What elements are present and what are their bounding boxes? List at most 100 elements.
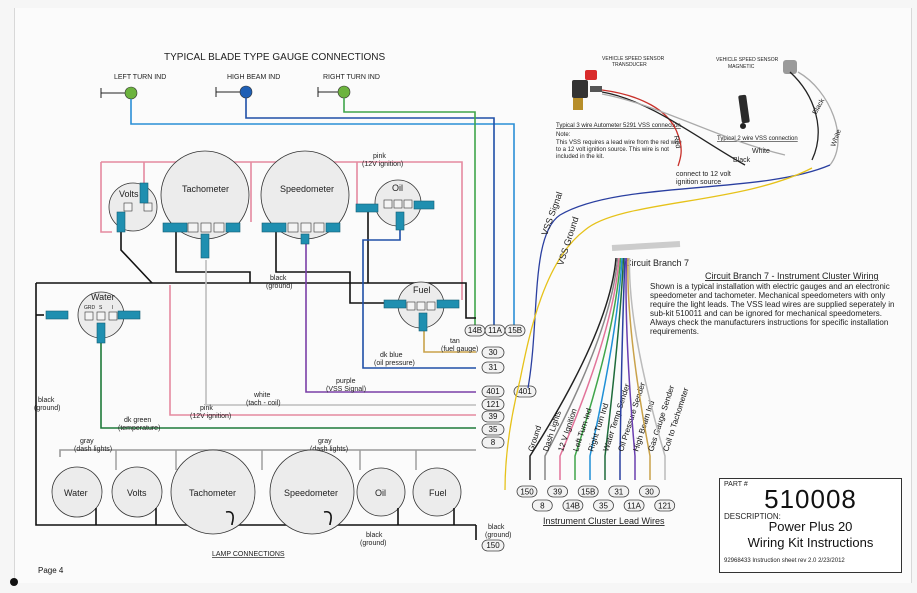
wire-black-bus xyxy=(36,282,476,319)
lead-pill-label: 150 xyxy=(520,488,534,497)
wire-label: (ground) xyxy=(266,283,292,290)
wire-label: white xyxy=(253,392,270,399)
lead-pill: 31 xyxy=(608,485,630,498)
pill-31: 31 xyxy=(481,361,505,374)
indicator-lamp xyxy=(337,85,351,99)
gauge-speedometer: Speedometer xyxy=(260,150,350,245)
wire-label: black xyxy=(488,524,505,531)
connector xyxy=(418,312,428,332)
wire-label: (12V ignition) xyxy=(190,413,231,420)
gauge-label: Oil xyxy=(392,183,403,193)
pill-label: 8 xyxy=(491,438,496,447)
wire-label: (dash lights) xyxy=(74,446,112,453)
gauge-label: Water xyxy=(64,488,88,498)
connector xyxy=(162,222,188,233)
connector xyxy=(116,211,126,233)
pill-label: 150 xyxy=(486,541,500,550)
wire-label: gray xyxy=(318,438,332,445)
lead-pill-label: 121 xyxy=(658,502,672,511)
wire-fuel-ground xyxy=(349,283,392,304)
lamp-ground xyxy=(323,510,332,525)
part-number: 510008 xyxy=(764,484,857,514)
sensor-label: VEHICLE SPEED SENSOR xyxy=(602,56,665,62)
wire-label: pink xyxy=(200,405,213,412)
lead-wire-right-turn-ind xyxy=(589,257,623,480)
wire-label: tan xyxy=(450,338,460,345)
wire-label: dk blue xyxy=(380,352,403,359)
gauge-label: Fuel xyxy=(429,488,447,498)
wire-right-turn xyxy=(343,98,476,325)
connector xyxy=(117,310,141,320)
page-marker xyxy=(10,578,18,586)
lead-pill: 121 xyxy=(654,499,676,512)
wire-vss-white-1 xyxy=(601,93,786,156)
lamp-gauge-fuel: Fuel xyxy=(412,467,462,517)
lead-pill-label: 35 xyxy=(599,502,608,511)
lead-wire-water-temp-sender xyxy=(604,257,625,480)
pill-label: 39 xyxy=(489,412,498,421)
wire-label: (tach - coil) xyxy=(246,400,281,407)
lamp-gauge-oil: Oil xyxy=(356,467,406,517)
wire-volts-ground xyxy=(120,232,153,284)
connector xyxy=(96,322,106,344)
lead-wire-coil-to-tachometer xyxy=(628,257,666,480)
wire-purple-vss xyxy=(305,243,476,393)
connector xyxy=(325,222,341,233)
part-footer: 92968433 Instruction sheet rev 2.0 2/23/… xyxy=(724,558,845,564)
description-line-1: Power Plus 20 xyxy=(768,519,853,534)
lamp-gauge-volts: Volts xyxy=(111,466,163,518)
vss-3-wire-sensor: VEHICLE SPEED SENSOR TRANSDUCER Typical … xyxy=(556,56,682,160)
sensor-sub: TRANSDUCER xyxy=(612,62,647,68)
lead-pill: 39 xyxy=(547,485,568,498)
lead-pill-label: 30 xyxy=(645,488,654,497)
pill-11a: 11A xyxy=(484,324,506,337)
gauge-label: Fuel xyxy=(413,285,431,295)
indicator-label: LEFT TURN IND xyxy=(114,74,166,81)
wire-label: (ground) xyxy=(485,532,511,539)
note-line: This VSS requires a lead wire from the r… xyxy=(556,140,682,146)
wire-pink-low xyxy=(169,285,476,416)
wire-white-coil xyxy=(205,260,476,406)
gauge-volts: Volts xyxy=(108,182,158,233)
lead-pill: 30 xyxy=(639,485,660,498)
sensor-caption: Typical 3 wire Autometer 5291 VSS connec… xyxy=(556,123,681,129)
wire-label: connect to 12 volt xyxy=(676,171,731,178)
lead-pill-label: 11A xyxy=(627,502,641,511)
gauge-label: Tachometer xyxy=(182,184,229,194)
gauge-fuel: Fuel xyxy=(383,281,460,332)
wire-label: ignition source xyxy=(676,179,721,186)
wire-vss-black-1 xyxy=(601,91,746,166)
gauge-label: Oil xyxy=(375,488,386,498)
indicator-left-turn: LEFT TURN IND xyxy=(100,74,166,100)
lamp-gauge-water: Water xyxy=(51,466,103,518)
connector xyxy=(436,299,460,309)
wire-dk-green-temp xyxy=(100,343,476,429)
wire-label: black xyxy=(366,532,383,539)
page-number: Page 4 xyxy=(38,566,64,575)
wire-vss-red xyxy=(601,89,682,167)
connector xyxy=(261,222,287,233)
gauge-tachometer: Tachometer xyxy=(160,150,250,259)
diagram-title: TYPICAL BLADE TYPE GAUGE CONNECTIONS xyxy=(164,52,385,63)
indicator-high-beam: HIGH BEAM IND xyxy=(215,74,280,99)
wire-gray-dash xyxy=(59,449,476,457)
pill-8: 8 xyxy=(481,436,505,449)
connector xyxy=(300,233,310,245)
terminal-grd: GRD xyxy=(84,305,96,311)
wire-label: Black xyxy=(733,157,751,164)
wire-label: VSS Signal xyxy=(539,190,564,236)
pill-401-vss: 401 xyxy=(513,385,537,398)
circuit-branch-label: Circuit Branch 7 xyxy=(625,258,689,268)
gauge-label: Water xyxy=(91,292,115,302)
gauge-label: Tachometer xyxy=(189,488,236,498)
lead-pill-label: 15B xyxy=(581,488,595,497)
lamp-connections-label: LAMP CONNECTIONS xyxy=(212,551,285,558)
wire-label: (VSS Signal) xyxy=(326,386,366,393)
lead-pill-label: 39 xyxy=(553,488,562,497)
wire-tach-ground xyxy=(175,232,251,283)
connector xyxy=(395,211,405,231)
gauge-label: Volts xyxy=(127,488,147,498)
